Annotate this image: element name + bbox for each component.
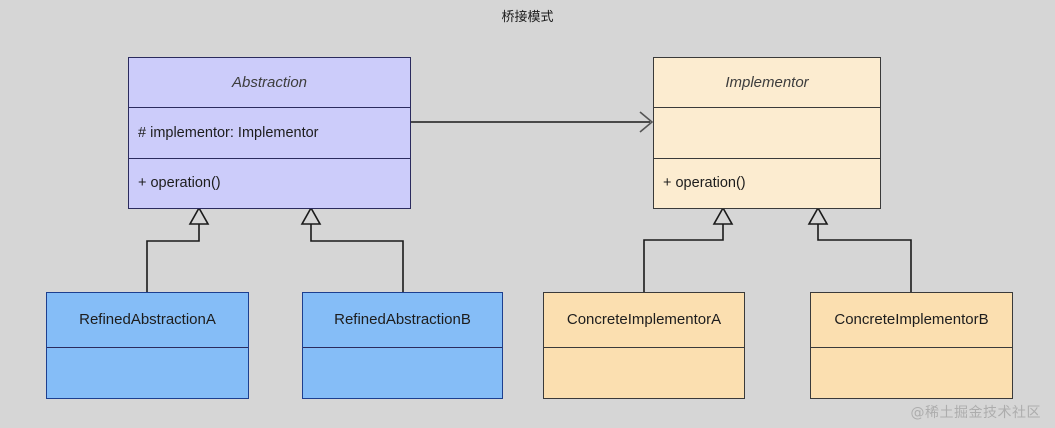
generalization-line-concrete-a — [643, 224, 724, 292]
generalization-line-refined-b — [310, 224, 404, 292]
class-attributes-compartment-refined-a — [47, 346, 248, 398]
operation-operation-implementor: + operation() — [663, 175, 746, 192]
class-box-abstraction[interactable]: Abstraction # implementor: Implementor +… — [128, 57, 411, 209]
open-arrow-head-implementor — [639, 111, 654, 133]
attribute-implementor: # implementor: Implementor — [138, 124, 319, 141]
class-title-compartment-refined-b: RefinedAbstractionB — [303, 293, 502, 347]
class-name-refined-abstraction-a: RefinedAbstractionA — [79, 311, 216, 329]
hollow-triangle-concrete-b — [807, 206, 829, 225]
class-title-compartment-implementor: Implementor — [654, 58, 880, 107]
class-attributes-compartment-abstraction: # implementor: Implementor — [129, 107, 410, 157]
class-attributes-compartment-concrete-a — [544, 346, 744, 398]
class-title-compartment-abstraction: Abstraction — [129, 58, 410, 107]
diagram-title: 桥接模式 — [501, 10, 554, 25]
class-attributes-compartment-concrete-b — [811, 346, 1012, 398]
class-name-concrete-implementor-b: ConcreteImplementorB — [834, 311, 989, 329]
class-title-compartment-concrete-b: ConcreteImplementorB — [811, 293, 1012, 347]
class-name-refined-abstraction-b: RefinedAbstractionB — [334, 311, 471, 329]
class-box-concrete-implementor-b[interactable]: ConcreteImplementorB — [810, 292, 1013, 399]
class-title-compartment-refined-a: RefinedAbstractionA — [47, 293, 248, 347]
class-name-abstraction: Abstraction — [231, 74, 308, 92]
class-name-implementor: Implementor — [725, 74, 809, 92]
operation-operation: + operation() — [138, 175, 221, 192]
generalization-line-refined-a — [146, 224, 200, 292]
hollow-triangle-refined-a — [188, 206, 210, 225]
class-box-refined-abstraction-b[interactable]: RefinedAbstractionB — [302, 292, 503, 399]
hollow-triangle-refined-b — [300, 206, 322, 225]
watermark: @稀土掘金技术社区 — [910, 405, 1041, 421]
class-box-implementor[interactable]: Implementor + operation() — [653, 57, 881, 209]
class-box-concrete-implementor-a[interactable]: ConcreteImplementorA — [543, 292, 745, 399]
class-attributes-compartment-implementor — [654, 107, 880, 157]
class-title-compartment-concrete-a: ConcreteImplementorA — [544, 293, 744, 347]
class-box-refined-abstraction-a[interactable]: RefinedAbstractionA — [46, 292, 249, 399]
class-operations-compartment-implementor: + operation() — [654, 157, 880, 208]
class-operations-compartment-abstraction: + operation() — [129, 157, 410, 208]
generalization-line-concrete-b — [817, 224, 912, 292]
class-attributes-compartment-refined-b — [303, 346, 502, 398]
hollow-triangle-concrete-a — [712, 206, 734, 225]
class-name-concrete-implementor-a: ConcreteImplementorA — [566, 311, 722, 329]
